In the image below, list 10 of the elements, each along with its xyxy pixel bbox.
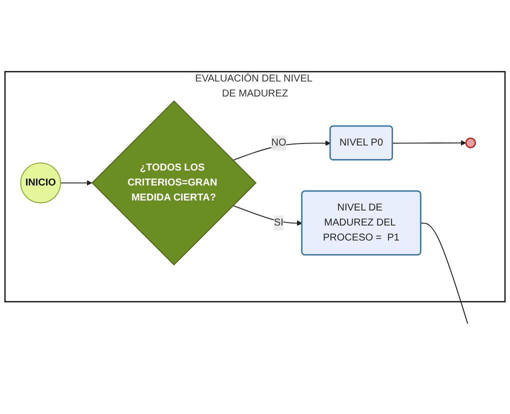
edge-label: NO	[271, 137, 286, 148]
arrow	[232, 205, 302, 226]
arrow	[232, 140, 331, 161]
node-circle: INICIO	[20, 162, 62, 204]
node-circle	[465, 138, 476, 148]
node-diamond: ¿TODOS LOS CRITERIOS=GRAN MEDIDA CIERTA?	[91, 100, 257, 266]
arrow	[60, 180, 92, 186]
connector	[420, 222, 468, 324]
arrow	[392, 140, 466, 146]
edge-label: SI	[274, 217, 284, 228]
